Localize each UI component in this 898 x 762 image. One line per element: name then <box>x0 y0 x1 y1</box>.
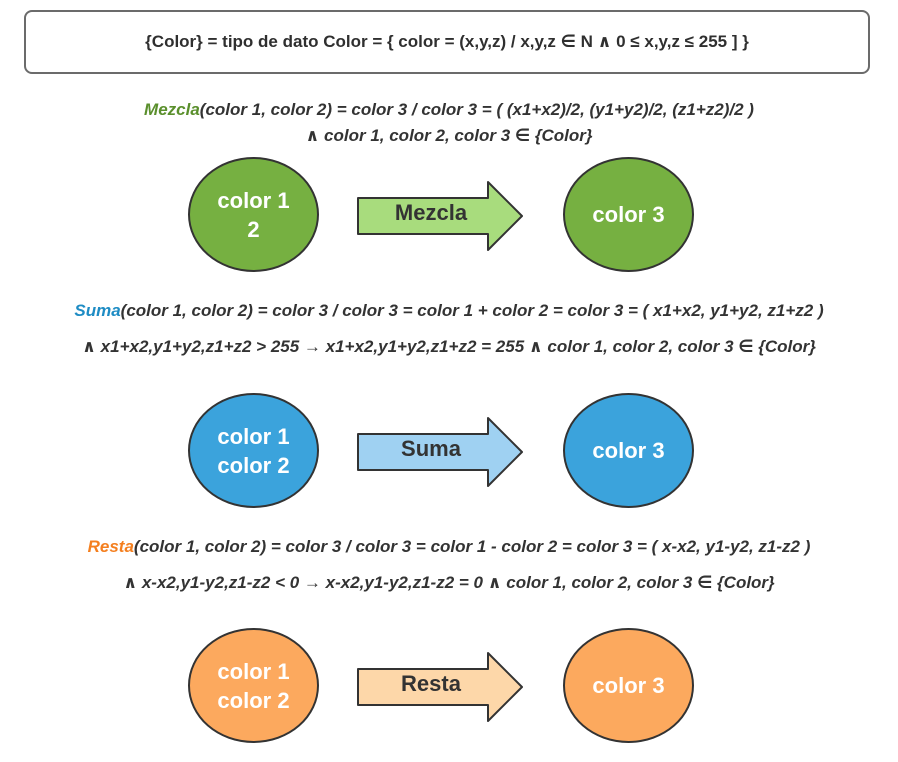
mezcla-output-label: color 3 <box>592 202 665 227</box>
resta-arrow-shape <box>357 652 523 722</box>
suma-arrow-shape <box>357 417 523 487</box>
resta-formula-line2: ∧ x-x2,y1-y2,z1-z2 < 0 → x-x2,y1-y2,z1-z… <box>123 573 775 592</box>
suma-output-circle: color 3 <box>563 393 694 508</box>
resta-formula-rest: (color 1, color 2) = color 3 / color 3 =… <box>133 537 811 556</box>
resta-input-line2: color 2 <box>217 687 290 713</box>
resta-output-circle: color 3 <box>563 628 694 743</box>
suma-arrow: Suma <box>356 416 524 488</box>
suma-formula-line2: ∧ x1+x2,y1+y2,z1+z2 > 255 → x1+x2,y1+y2,… <box>82 337 816 356</box>
resta-keyword: Resta <box>87 537 134 556</box>
mezcla-arrow-shape <box>357 181 523 251</box>
mezcla-arrow-label: Mezcla <box>394 200 468 225</box>
definition-text: {Color} = tipo de dato Color = { color =… <box>145 32 749 51</box>
mezcla-input-circle: color 1 2 <box>188 157 319 272</box>
mezcla-formula-rest: (color 1, color 2) = color 3 / color 3 =… <box>199 100 754 119</box>
suma-formula-line1: Suma(color 1, color 2) = color 3 / color… <box>0 301 898 321</box>
definition-box: {Color} = tipo de dato Color = { color =… <box>24 10 870 74</box>
resta-output-label: color 3 <box>592 673 665 698</box>
resta-formula-line1: Resta(color 1, color 2) = color 3 / colo… <box>0 537 898 557</box>
suma-input-line1: color 1 <box>217 423 290 449</box>
suma-input-line2: color 2 <box>217 452 290 478</box>
mezcla-formula-line1: Mezcla(color 1, color 2) = color 3 / col… <box>0 100 898 120</box>
suma-arrow-label: Suma <box>401 436 461 461</box>
suma-formula-rest: (color 1, color 2) = color 3 / color 3 =… <box>120 301 824 320</box>
suma-output-label: color 3 <box>592 438 665 463</box>
resta-arrow-label: Resta <box>401 671 461 696</box>
mezcla-input-line1: color 1 <box>217 187 290 213</box>
resta-arrow: Resta <box>356 651 524 723</box>
suma-keyword: Suma <box>74 301 121 320</box>
resta-input-circle: color 1 color 2 <box>188 628 319 743</box>
resta-input-line1: color 1 <box>217 658 290 684</box>
mezcla-formula-line2: ∧ color 1, color 2, color 3 ∈ {Color} <box>305 126 593 145</box>
mezcla-output-circle: color 3 <box>563 157 694 272</box>
mezcla-arrow: Mezcla <box>356 180 524 252</box>
mezcla-keyword: Mezcla <box>144 100 200 119</box>
mezcla-input-line2: 2 <box>247 216 260 242</box>
suma-input-circle: color 1 color 2 <box>188 393 319 508</box>
